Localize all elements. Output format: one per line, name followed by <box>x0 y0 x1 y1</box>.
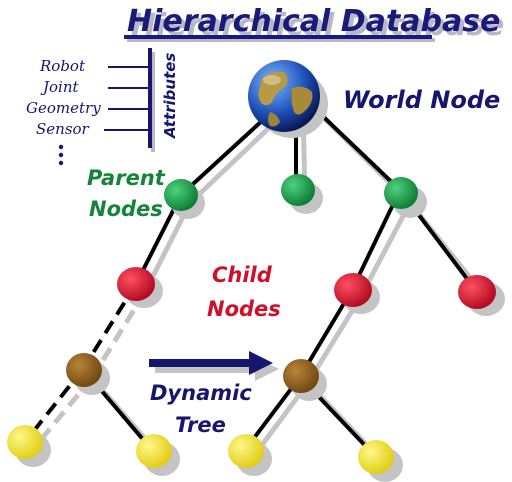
leaf-node <box>7 425 43 459</box>
dynamic-node <box>66 353 102 387</box>
attribute-robot: Robot <box>39 57 86 75</box>
child-nodes-label-line1: Child <box>212 263 273 287</box>
child-node <box>117 267 155 301</box>
attributes-label: Attributes <box>161 53 179 139</box>
leaf-node <box>228 434 264 468</box>
parent-node <box>164 179 198 211</box>
attribute-joint: Joint <box>40 78 80 96</box>
dynamic-tree-label-line2: Tree <box>175 413 226 437</box>
title-underline-shadow <box>127 38 435 42</box>
attributes-bar <box>148 48 152 148</box>
page-title: Hierarchical Database <box>127 4 500 39</box>
attributes-group: Robot Joint Geometry Sensor Attributes <box>26 48 179 166</box>
parent-nodes <box>164 174 418 211</box>
ellipsis-dot <box>58 152 64 158</box>
child-node <box>334 273 372 307</box>
dynamic-nodes <box>66 353 319 393</box>
title-underline <box>124 35 432 39</box>
world-node-label: World Node <box>343 86 500 114</box>
leaf-node <box>136 434 172 468</box>
child-node <box>458 275 496 309</box>
attributes-bar-shadow <box>151 52 155 152</box>
title-group: Hierarchical Database Hierarchical Datab… <box>124 4 504 43</box>
attribute-sensor: Sensor <box>36 120 90 138</box>
edge-parent-to-child-middle <box>350 189 402 291</box>
ellipsis-dot <box>58 144 64 150</box>
child-nodes <box>117 267 496 309</box>
globe-icon <box>248 60 328 138</box>
leaf-node <box>358 440 394 474</box>
attribute-geometry: Geometry <box>26 99 101 117</box>
parent-node <box>281 174 315 206</box>
parent-node <box>384 177 418 209</box>
edge-world-to-parent-right <box>308 102 402 192</box>
child-nodes-label-line2: Nodes <box>207 297 281 321</box>
ellipsis-dot <box>58 160 64 166</box>
parent-nodes-label-line2: Nodes <box>89 197 163 221</box>
dynamic-node <box>283 359 319 393</box>
leaf-nodes <box>7 425 394 474</box>
dynamic-tree-label-line1: Dynamic <box>150 381 252 405</box>
edge-child-to-dynamic-left <box>81 282 138 371</box>
arrow-right-icon <box>149 351 279 381</box>
parent-nodes-label-line1: Parent <box>87 166 166 190</box>
